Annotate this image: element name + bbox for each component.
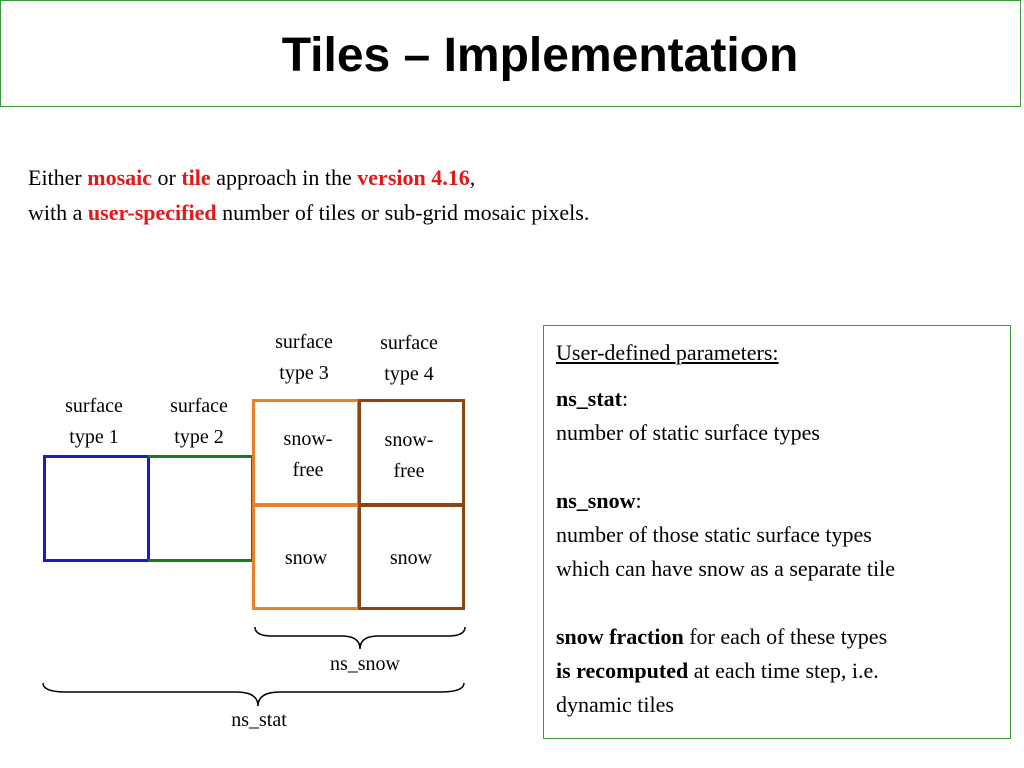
label-type-4-snow-free: snow-free: [384, 429, 434, 482]
keyword-user-specified: user-specified: [87, 200, 217, 225]
brace-ns-stat: [42, 682, 465, 707]
slide-title: Tiles – Implementation: [281, 29, 799, 82]
param-ns-stat-desc: number of static surface types: [556, 420, 820, 445]
tile-surface-type-1: [43, 455, 150, 562]
label-type-3-snow-free: snow-free: [283, 428, 333, 481]
param-dynamic-tiles: dynamic tiles: [556, 692, 674, 717]
param-recomputed: is recomputed at each time step, i.e.: [556, 658, 879, 683]
label-type-3-snow: snow: [284, 547, 328, 569]
keyword-tile: tile: [181, 165, 211, 190]
title-frame: [0, 0, 1021, 107]
keyword-version: version 4.16: [357, 165, 470, 190]
parameters-box: User-defined parameters: ns_stat: number…: [543, 325, 1011, 739]
intro-text: Either mosaic or tile approach in the ve…: [28, 160, 589, 230]
tile-surface-type-2: [148, 455, 254, 562]
keyword-mosaic: mosaic: [87, 165, 153, 190]
param-ns-snow: ns_snow:: [556, 488, 642, 513]
param-ns-snow-desc-1: number of those static surface types: [556, 522, 872, 547]
tile-type-4-snow: [358, 504, 465, 610]
param-ns-stat: ns_stat:: [556, 386, 629, 411]
intro-line-1: Either mosaic or tile approach in the ve…: [28, 165, 476, 190]
label-type-4-snow: snow: [389, 547, 433, 569]
parameters-heading: User-defined parameters:: [556, 340, 779, 365]
param-snow-fraction: snow fraction for each of these types: [556, 624, 888, 649]
brace-ns-snow: [254, 626, 466, 650]
intro-line-2: with a user-specified number of tiles or…: [28, 200, 590, 225]
label-ns-stat: ns_stat: [231, 709, 287, 731]
param-ns-snow-desc-2: which can have snow as a separate tile: [556, 556, 896, 581]
label-ns-snow: ns_snow: [329, 653, 400, 675]
